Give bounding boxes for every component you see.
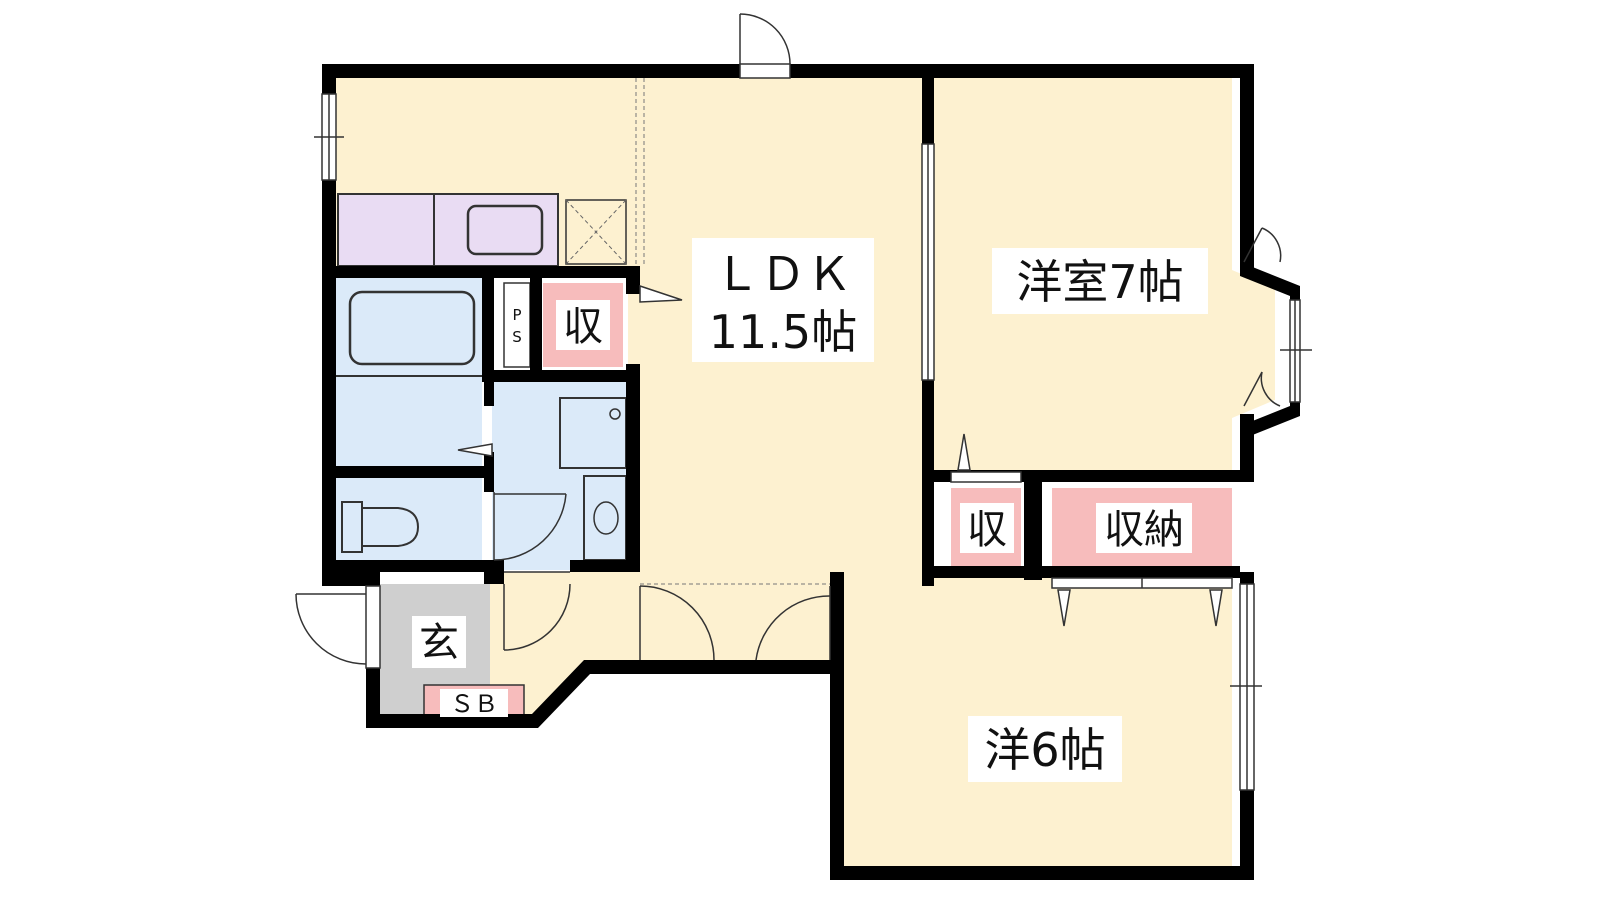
bath-floor (330, 276, 482, 468)
sink-icon (466, 204, 544, 256)
ldk-floor-main (628, 76, 922, 664)
room-labels: ＬＤＫ 11.5帖 洋室7帖 洋6帖 収 収 収納 玄 ＳＢ P S (412, 238, 1208, 782)
pipe-space-label-p: P (512, 306, 521, 324)
ldk-name-label: ＬＤＫ (714, 247, 852, 301)
ldk-size-label: 11.5帖 (709, 305, 857, 359)
shoe-box-label: ＳＢ (450, 690, 498, 718)
toilet-bowl-icon (361, 507, 420, 547)
entrance-label: 玄 (419, 620, 459, 666)
fixtures (330, 290, 627, 561)
bathtub-icon (348, 290, 476, 366)
doors (295, 13, 1282, 669)
door-western-6 (755, 586, 831, 661)
toilet-floor (330, 478, 482, 570)
door-ldk-hall (639, 585, 715, 661)
door-north (739, 13, 791, 79)
windows (314, 93, 1312, 791)
western-6-label: 洋6帖 (984, 723, 1105, 777)
door-entrance (295, 585, 381, 669)
hall-floor (490, 572, 628, 718)
pipe-space-fill (503, 282, 531, 368)
pipe-space-label-s: S (512, 328, 522, 346)
walls (322, 64, 1300, 880)
door-washroom (503, 571, 571, 651)
western-7-label: 洋室7帖 (1016, 255, 1183, 309)
storage-closet-label: 収納 (1104, 507, 1184, 553)
dashed-guides (635, 78, 830, 585)
door-toilet (493, 492, 567, 561)
storage-small-1-label: 収 (563, 304, 603, 350)
storage-small-2-label: 収 (967, 507, 1007, 553)
